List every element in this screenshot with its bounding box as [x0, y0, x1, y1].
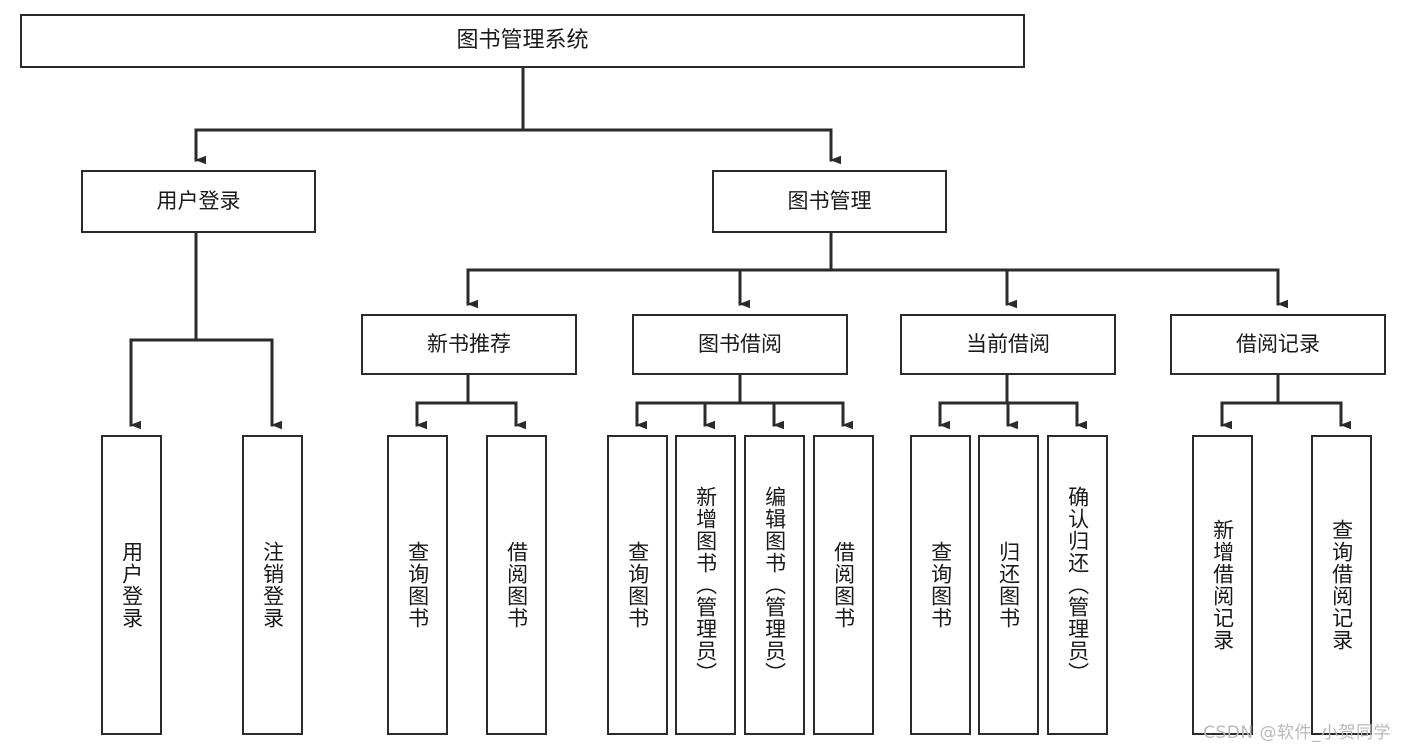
node-new-book-recommend[interactable]: 新书推荐 [361, 314, 577, 375]
node-user-login[interactable]: 用户登录 [81, 170, 316, 233]
node-book-management[interactable]: 图书管理 [712, 170, 947, 233]
node-leaf-query-book-3[interactable]: 查询图书 [910, 435, 971, 735]
node-leaf-query-record[interactable]: 查询借阅记录 [1311, 435, 1372, 735]
node-leaf-query-book-1[interactable]: 查询图书 [387, 435, 448, 735]
node-leaf-borrow-book-2[interactable]: 借阅图书 [813, 435, 874, 735]
node-leaf-return-book[interactable]: 归还图书 [978, 435, 1039, 735]
node-leaf-borrow-book-1[interactable]: 借阅图书 [486, 435, 547, 735]
node-borrow-record[interactable]: 借阅记录 [1170, 314, 1386, 375]
watermark-label: CSDN @软件_小贺同学 [1203, 723, 1391, 743]
node-leaf-confirm-return[interactable]: 确认归还（管理员） [1047, 435, 1108, 735]
node-leaf-user-logout[interactable]: 注销登录 [242, 435, 303, 735]
node-leaf-add-book[interactable]: 新增图书（管理员） [675, 435, 736, 735]
node-current-borrow[interactable]: 当前借阅 [900, 314, 1116, 375]
node-leaf-edit-book[interactable]: 编辑图书（管理员） [744, 435, 805, 735]
node-leaf-add-record[interactable]: 新增借阅记录 [1192, 435, 1253, 735]
node-root-system[interactable]: 图书管理系统 [20, 14, 1025, 68]
node-leaf-query-book-2[interactable]: 查询图书 [607, 435, 668, 735]
node-book-borrow[interactable]: 图书借阅 [632, 314, 848, 375]
node-leaf-user-login[interactable]: 用户登录 [101, 435, 162, 735]
